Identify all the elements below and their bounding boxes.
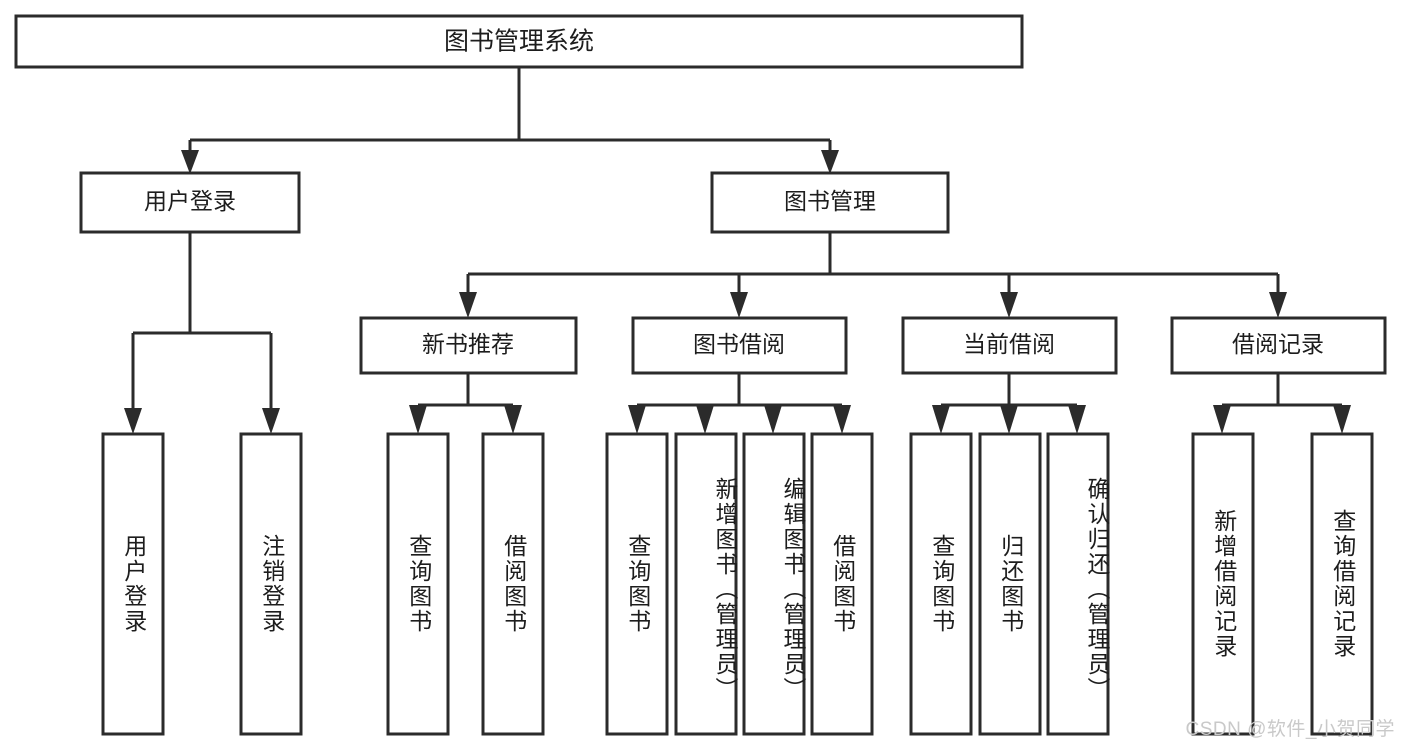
node-book-manage[interactable]: 图书管理 [710, 171, 950, 234]
node-new-book-recommend[interactable]: 新书推荐 [359, 316, 578, 375]
arrow-bm-to-book-borrow [730, 292, 748, 318]
connector-group-book-manage [459, 232, 1287, 318]
leaf-box-book-borrow-3[interactable] [742, 432, 806, 736]
leaf-box-new-book-1[interactable] [386, 432, 450, 736]
arrow-to-user-login [181, 150, 199, 174]
arrow-to-book-manage [821, 150, 839, 174]
arrow-user-login-leaf-1 [124, 408, 142, 434]
node-new-book-recommend-box[interactable] [359, 316, 578, 375]
node-current-borrow[interactable]: 当前借阅 [901, 316, 1118, 375]
node-new-book-recommend-label: 新书推荐 [422, 331, 514, 357]
arrow-cb-leaf-2 [1000, 405, 1018, 434]
connector-group-current-borrow [932, 373, 1086, 434]
arrow-bm-to-new-book [459, 292, 477, 318]
arrow-bb-leaf-2 [696, 405, 714, 434]
leaf-box-book-borrow-4[interactable] [810, 432, 874, 736]
node-book-borrow-box[interactable] [631, 316, 848, 375]
node-book-borrow[interactable]: 图书借阅 [631, 316, 848, 375]
node-user-login[interactable]: 用户登录 [79, 171, 301, 234]
leaf-box-book-borrow-1[interactable] [605, 432, 669, 736]
node-book-borrow-label: 图书借阅 [693, 331, 785, 357]
node-book-manage-box[interactable] [710, 171, 950, 234]
arrow-bb-leaf-4 [833, 405, 851, 434]
arrow-br-leaf-1 [1213, 405, 1231, 434]
node-current-borrow-label: 当前借阅 [963, 331, 1055, 357]
arrow-cb-leaf-3 [1068, 405, 1086, 434]
csdn-watermark: CSDN @软件_小贺同学 [1185, 719, 1395, 740]
leaf-box-current-borrow-1[interactable] [909, 432, 973, 736]
arrow-bb-leaf-1 [628, 405, 646, 434]
node-current-borrow-box[interactable] [901, 316, 1118, 375]
arrow-br-leaf-2 [1333, 405, 1351, 434]
connector-group-root [181, 67, 839, 174]
node-root[interactable]: 图书管理系统 [14, 14, 1024, 69]
node-borrow-record[interactable]: 借阅记录 [1170, 316, 1387, 375]
leaf-box-current-borrow-3[interactable] [1046, 432, 1110, 736]
leaf-box-user-login-2[interactable] [239, 432, 303, 736]
connector-group-book-borrow [628, 373, 851, 434]
leaf-box-borrow-record-2[interactable] [1310, 432, 1374, 736]
leaf-box-current-borrow-2[interactable] [978, 432, 1042, 736]
node-user-login-label: 用户登录 [144, 188, 236, 214]
node-book-manage-label: 图书管理 [784, 188, 876, 214]
arrow-bm-to-borrow-record [1269, 292, 1287, 318]
connector-group-user-login [124, 232, 280, 434]
node-user-login-box[interactable] [79, 171, 301, 234]
node-borrow-record-label: 借阅记录 [1232, 331, 1324, 357]
leaf-box-borrow-record-1[interactable] [1191, 432, 1255, 736]
arrow-nb-leaf-1 [409, 405, 427, 434]
leaf-box-new-book-2[interactable] [481, 432, 545, 736]
leaf-box-book-borrow-2[interactable] [674, 432, 738, 736]
connector-group-new-book [409, 373, 522, 434]
connector-group-borrow-record [1213, 373, 1351, 434]
arrow-user-login-leaf-2 [262, 408, 280, 434]
arrow-bm-to-current-borrow [1000, 292, 1018, 318]
leaf-box-user-login-1[interactable] [101, 432, 165, 736]
arrow-nb-leaf-2 [504, 405, 522, 434]
arrow-bb-leaf-3 [764, 405, 782, 434]
node-root-box[interactable] [14, 14, 1024, 69]
node-root-label: 图书管理系统 [444, 28, 594, 56]
arrow-cb-leaf-1 [932, 405, 950, 434]
node-borrow-record-box[interactable] [1170, 316, 1387, 375]
